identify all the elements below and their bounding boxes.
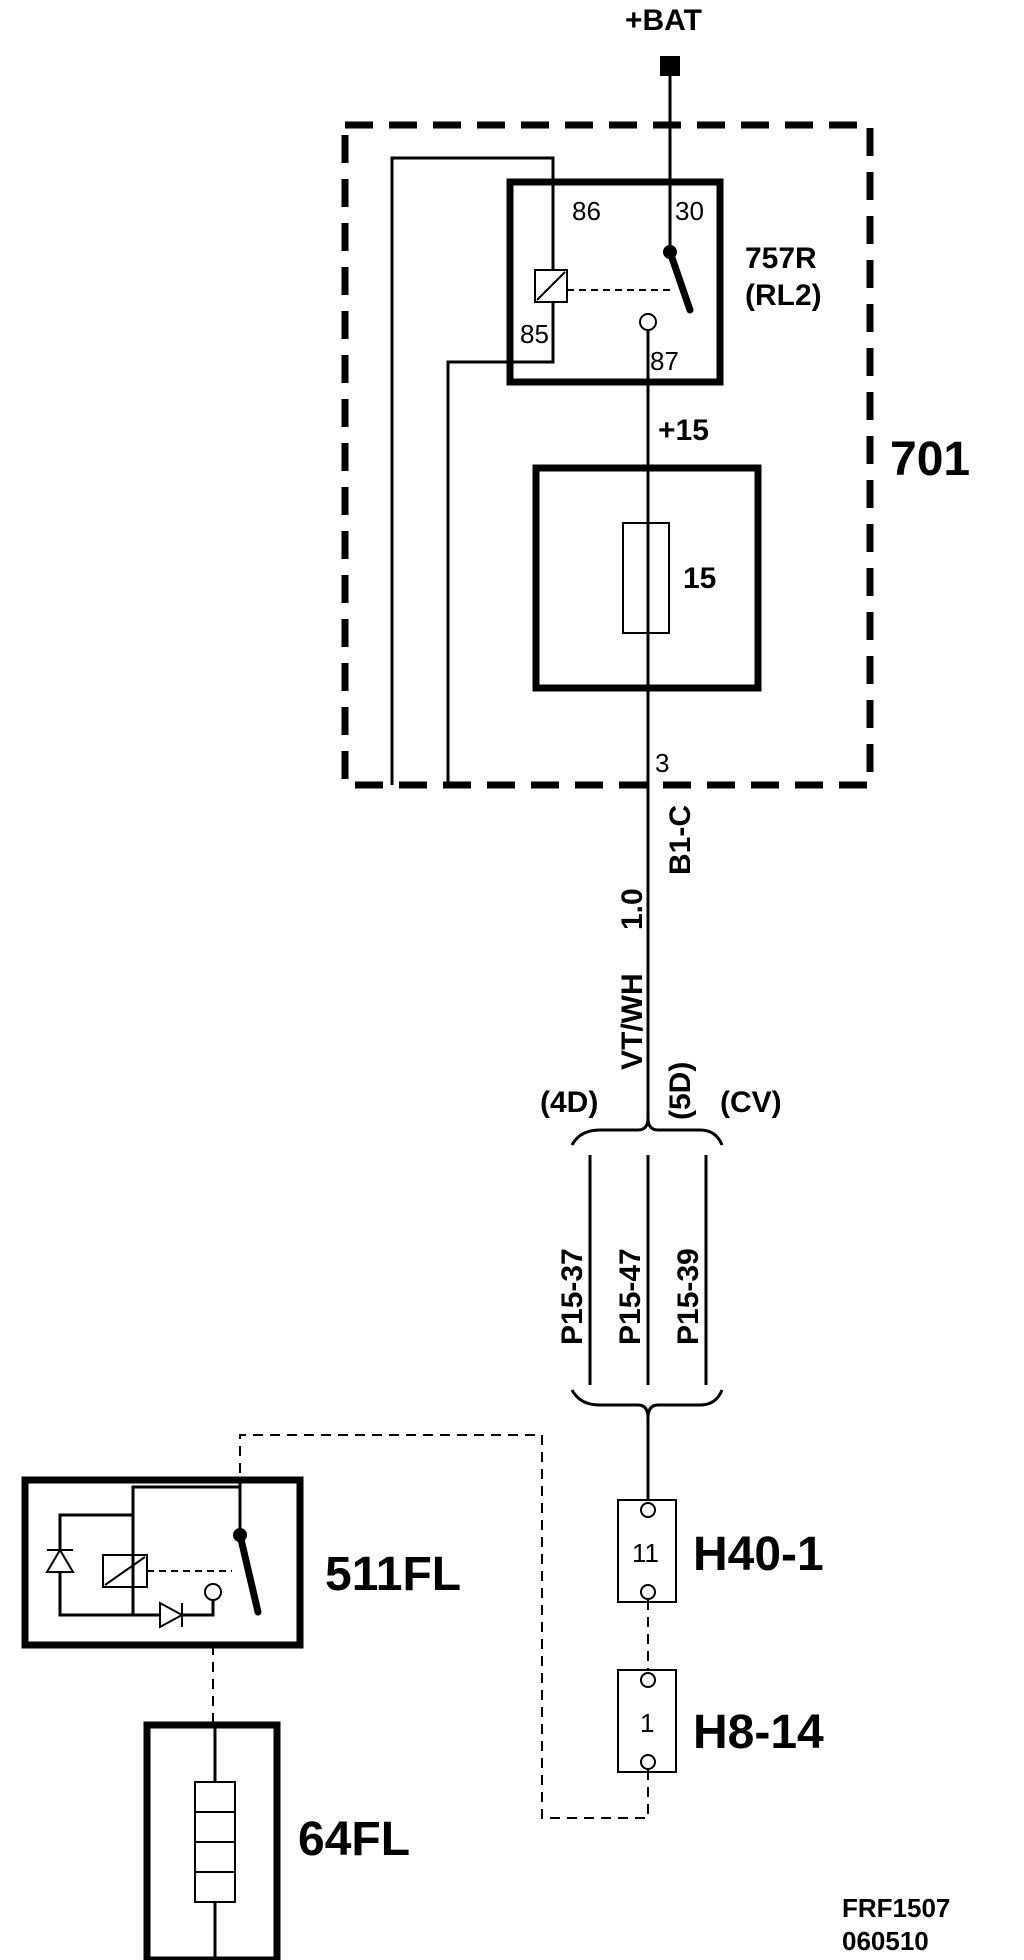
relay-511fl-label: 511FL [325,1548,461,1601]
relay-757r-pin-30: 30 [675,196,704,226]
fuse-64fl-box [143,1721,281,1960]
splice-label-3: P15-39 [672,1248,705,1345]
relay-511fl-box [21,1476,304,1649]
fuse-15-element [622,522,670,634]
variant-cv-label: (CV) [720,1086,782,1119]
supply-label: +BAT [625,4,702,37]
relay-511fl-left-feed [131,1480,242,1615]
pin-3-label: 3 [655,748,669,778]
wire-coil-85 [446,340,555,785]
relay-757r-contact-arm [666,248,694,314]
module-701-box [341,121,874,789]
fuse-64fl-label: 64FL [298,1813,410,1866]
splice-label-1: P15-37 [556,1248,589,1345]
relay-511fl-coil-diagonal [104,1556,146,1586]
variant-4d-label: (4D) [540,1086,598,1119]
wire-h8-to-511fl [239,1434,649,1819]
connector-b1c-label: B1-C [664,805,697,875]
connector-h40-top-terminal [640,1502,656,1518]
connector-h8-label: H8-14 [693,1706,824,1759]
connector-h8-pin: 1 [640,1708,654,1738]
reference-date: 060510 [842,1926,929,1956]
relay-757r-name: 757R [745,242,817,275]
connector-h40-bottom-terminal [640,1584,656,1600]
relay-511fl-diode-loop [58,1513,133,1617]
wire-coil-86 [390,156,555,785]
relay-757r-pin-85: 85 [520,319,549,349]
splice-brace-top [570,1117,724,1146]
fuse-15-label: 15 [683,562,716,595]
relay-757r: 86 30 85 87 [506,178,724,468]
relay-511fl-diode-to-contact [182,1600,215,1617]
relay-511fl-feed-diode [159,1601,185,1629]
relay-511fl-contact-arm [236,1531,262,1616]
wire-gauge-label: 1.0 [616,888,649,930]
relay-757r-pin-87: 87 [650,346,679,376]
connector-h8-bottom-terminal [640,1754,656,1770]
connector-h8-top-terminal [640,1672,656,1688]
supply-terminal [660,56,680,76]
relay-757r-sub: (RL2) [745,279,822,312]
relay-757r-terminal-87 [639,313,657,331]
splice-brace-bottom [570,1389,724,1419]
reference-code: FRF1507 [842,1893,950,1923]
connector-h40-pin: 11 [632,1538,659,1568]
variant-5d-label: (5D) [664,1062,697,1120]
relay-511fl-contact-terminal [204,1583,222,1601]
relay-757r-coil [534,269,568,303]
relay-757r-pin-86: 86 [572,196,601,226]
connector-h40-label: H40-1 [693,1528,824,1581]
splice-label-2: P15-47 [614,1248,647,1345]
module-701-label: 701 [890,433,970,486]
wire-color-label: VT/WH [616,973,649,1070]
relay-511fl-suppression-diode [45,1548,75,1573]
relay-757r-coil-diagonal [536,271,566,301]
relay-757r-box [506,178,724,386]
plus15-label: +15 [658,414,709,447]
